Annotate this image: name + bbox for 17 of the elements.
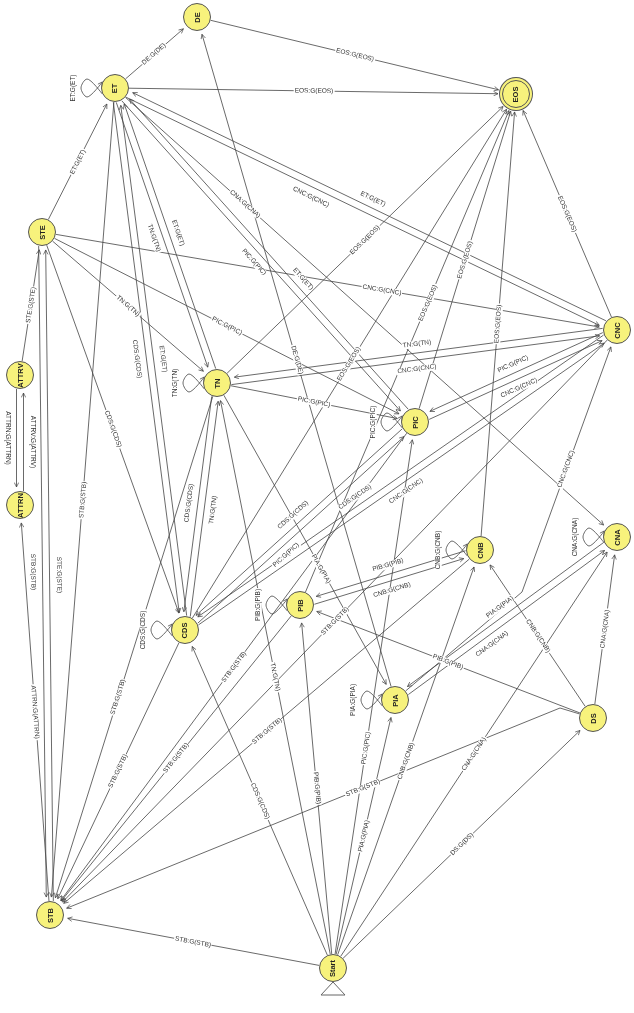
state-circle <box>579 704 607 732</box>
state-circle <box>603 523 631 551</box>
final-state-circle <box>502 80 530 108</box>
state-circle <box>101 74 129 102</box>
state-circle <box>381 686 409 714</box>
state-circle <box>6 361 34 389</box>
state-circle <box>466 536 494 564</box>
state-circle <box>6 491 34 519</box>
state-circle <box>171 616 199 644</box>
state-circle <box>286 591 314 619</box>
state-circle <box>603 316 631 344</box>
state-circle <box>319 954 347 982</box>
state-circle <box>36 901 64 929</box>
state-circle <box>28 218 56 246</box>
state-circle <box>401 408 429 436</box>
state-circle <box>203 369 231 397</box>
state-circle <box>183 3 211 31</box>
